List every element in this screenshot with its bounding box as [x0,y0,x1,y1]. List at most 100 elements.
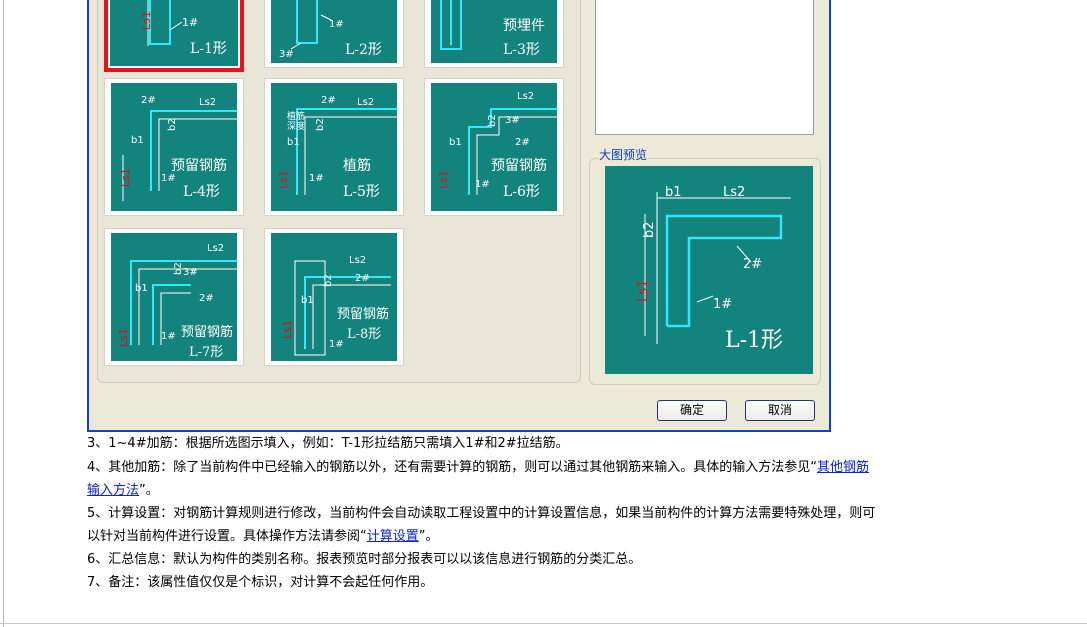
preview-group [589,158,821,385]
shape-caption2-l4: 预留钢筋 [171,158,227,174]
label-b1: b1 [449,137,462,148]
label-ls2: Ls2 [199,97,216,108]
shape-gallery: Ls1 1# L-1形 1# 3# L-2形 [97,0,581,383]
preview-label-ls1: Ls1 [636,280,651,302]
label-b2: b2 [315,118,326,131]
paragraph-4: 4、其他加筋：除了当前构件中已经输入的钢筋以外，还有需要计算的钢筋，则可以通过其… [87,458,869,478]
label-ls1: Ls1 [117,328,130,347]
shape-caption-l6: L-6形 [503,184,540,200]
label-ls1: Ls1 [277,170,290,189]
shape-diagram-l8: Ls2 b2 2# b1 Ls1 1# 预留钢筋 L-8形 [271,233,397,361]
paragraph-4-text: 4、其他加筋：除了当前构件中已经输入的钢筋以外，还有需要计算的钢筋，则可以通过其… [87,460,818,475]
label-2: 2# [355,273,370,284]
shape-caption2-l8: 预留钢筋 [337,307,390,322]
shape-thumb-l4[interactable]: 2# Ls2 b2 b1 Ls1 1# 预留钢筋 L-4形 [104,78,244,216]
shape-thumb-l3[interactable]: 预埋件 L-3形 [424,0,564,68]
paragraph-3: 3、1~4#加筋：根据所选图示填入，例如：T-1形拉结筋只需填入1#和2#拉结筋… [87,436,569,451]
label-ls2: Ls2 [517,91,534,102]
preview-label-1: 1# [713,297,732,312]
preview-label-b2: b2 [642,221,657,238]
label-1: 1# [475,179,490,190]
shape-diagram-l3: 预埋件 L-3形 [431,0,557,63]
shape-caption-l2: L-2形 [345,42,382,58]
label-ls2: Ls2 [349,255,366,266]
shape-caption2-l3: 预埋件 [503,18,545,34]
shape-thumb-l5[interactable]: 2# Ls2 植筋 深度 b2 b1 Ls1 1# 植筋 L-5形 [264,78,404,216]
label-ls2: Ls2 [207,243,224,254]
preview-label-ls2: Ls2 [723,185,745,200]
preview-label-b1: b1 [665,185,682,200]
shape-diagram-l1: Ls1 1# L-1形 [110,0,238,66]
shape-thumb-l6[interactable]: Ls2 3# b2 2# b1 Ls1 1# 预留钢筋 L-6形 [424,78,564,216]
shape-caption-l5: L-5形 [343,184,380,200]
paragraph-5-cont: 以针对当前构件进行设置。具体操作方法请参阅“计算设置”。 [87,527,439,547]
shape-list-box[interactable] [595,0,814,135]
label-2: 2# [199,293,214,304]
label-b2: b2 [173,262,184,275]
label-b1: b1 [131,135,144,146]
cancel-button[interactable]: 取消 [745,400,815,421]
label-1: 1# [329,339,344,350]
label-ls1: Ls1 [437,170,450,189]
shape-caption2-l7: 预留钢筋 [181,325,234,340]
shape-caption2-l5: 植筋 [343,158,371,174]
label-ls1: Ls1 [281,320,294,339]
label-3: 3# [505,115,520,126]
label-depth: 深度 [287,120,305,132]
label-1: 1# [161,173,176,184]
side-panel: 大图预览 b1 Ls2 b2 2# Ls1 1# L-1形 [589,0,823,385]
label-1: 1# [309,173,324,184]
preview-legend: 大图预览 [598,146,649,163]
label-b2: b2 [487,114,498,127]
paragraph-5-end: ”。 [418,529,439,544]
rebar-shape-dialog: Ls1 1# L-1形 1# 3# L-2形 [87,0,831,432]
shape-diagram-l4: 2# Ls2 b2 b1 Ls1 1# 预留钢筋 L-4形 [111,83,237,211]
page-bottom-rule [0,623,1087,624]
label-ls1: Ls1 [119,168,132,187]
shape-diagram-l6: Ls2 3# b2 2# b1 Ls1 1# 预留钢筋 L-6形 [431,83,557,211]
shape-thumb-l7[interactable]: Ls2 b2 3# b1 2# Ls1 1# 预留钢筋 L-7形 [104,228,244,366]
other-rebar-input-link-a[interactable]: 其他钢筋 [817,460,870,475]
preview-caption: L-1形 [725,328,784,353]
shape-diagram-l7: Ls2 b2 3# b1 2# Ls1 1# 预留钢筋 L-7形 [111,233,237,361]
calc-settings-link[interactable]: 计算设置 [366,529,419,544]
label-b1: b1 [135,283,148,294]
shape-diagram-l2: 1# 3# L-2形 [271,0,397,63]
shape-caption-l7: L-7形 [189,345,224,360]
paragraph-4-cont: 输入方法”。 [87,481,159,501]
paragraph-6: 6、汇总信息：默认为构件的类别名称。报表预览时部分报表可以以该信息进行钢筋的分类… [87,552,642,567]
paragraph-7: 7、备注：该属性值仅仅是个标识，对计算不会起任何作用。 [87,575,434,590]
ok-button[interactable]: 确定 [657,400,727,421]
shape-thumb-l8[interactable]: Ls2 b2 2# b1 Ls1 1# 预留钢筋 L-8形 [264,228,404,366]
label-ls2: Ls2 [357,97,374,108]
label-1: 1# [182,16,198,29]
label-3: 3# [279,49,294,60]
label-1: 1# [161,331,176,342]
shape-diagram-l5: 2# Ls2 植筋 深度 b2 b1 Ls1 1# 植筋 L-5形 [271,83,397,211]
label-b1: b1 [287,137,300,148]
label-2: 2# [321,95,336,106]
shape-caption-l4: L-4形 [183,184,220,200]
paragraph-4-end: ”。 [139,483,159,498]
shape-caption-l1: L-1形 [190,41,227,57]
shape-thumb-l2[interactable]: 1# 3# L-2形 [264,0,404,68]
label-ls1: Ls1 [140,11,153,30]
label-b1: b1 [301,295,314,306]
label-anchor: 植筋 [287,110,305,122]
shape-thumb-l1[interactable]: Ls1 1# L-1形 [104,0,244,72]
label-2: 2# [141,95,156,106]
preview-diagram: b1 Ls2 b2 2# Ls1 1# L-1形 [605,166,813,374]
label-b2: b2 [323,274,334,287]
shape-caption-l3: L-3形 [503,42,540,58]
paragraph-5-text: 以针对当前构件进行设置。具体操作方法请参阅“ [87,529,367,544]
other-rebar-input-link-b[interactable]: 输入方法 [87,483,140,498]
label-b2: b2 [167,118,178,131]
preview-label-2: 2# [743,257,762,272]
label-3: 3# [183,267,198,278]
label-2: 2# [515,137,530,148]
page-left-rule [3,0,4,627]
label-1: 1# [329,19,344,30]
paragraph-5: 5、计算设置：对钢筋计算规则进行修改，当前构件会自动读取工程设置中的计算设置信息… [87,506,876,521]
shape-caption2-l6: 预留钢筋 [491,158,547,174]
shape-caption-l8: L-8形 [347,327,382,342]
